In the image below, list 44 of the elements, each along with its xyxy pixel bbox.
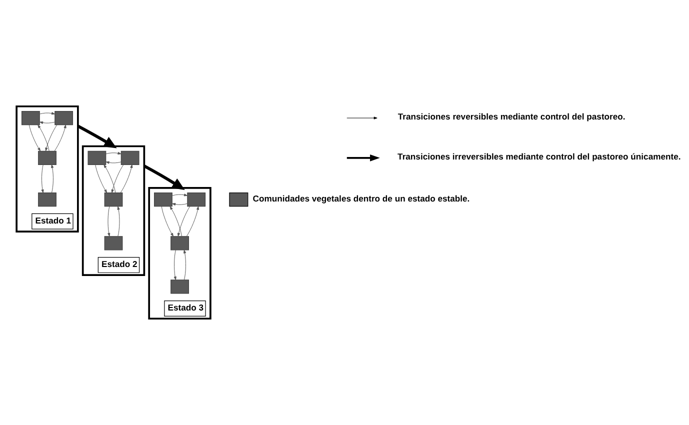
arrow [120,164,133,194]
node-box [38,192,56,207]
arrow [170,206,182,237]
arrow [184,250,186,280]
node-box [104,192,123,207]
node-box [38,150,56,165]
arrow [143,164,185,190]
arrow [108,206,110,237]
arrow [28,124,41,152]
node-box [170,280,189,294]
node-box [187,192,206,207]
node-box [154,192,172,207]
arrow [106,152,122,154]
node-box [104,236,123,250]
arrow [40,121,56,124]
arrow [45,124,58,152]
node-box [54,110,74,126]
arrow [117,206,120,237]
arrow [51,164,54,194]
legend-label: Comunidades vegetales dentro de un estado estable. [252,193,470,204]
legend-label: Transiciones irreversibles mediante control del pastoreo únicamente. [398,152,681,162]
node-box [21,110,40,126]
arrow [172,194,188,196]
arrow [77,124,117,148]
arrow [174,250,176,280]
cluster: Estado 3 [148,187,212,320]
node-box [170,236,189,250]
arrow [106,161,122,164]
arrow [172,203,188,206]
arrow [186,206,200,237]
cluster: Estado 2 [82,145,146,276]
arrow [40,112,56,115]
arrow [177,206,190,237]
arrow [54,124,66,152]
arrow [111,164,124,194]
node-box [120,150,140,165]
arrow [95,164,108,194]
arrow [41,164,44,194]
arrow [104,164,116,194]
arrow [38,124,50,152]
node-box [88,150,106,165]
legend-label: Transiciones reversibles mediante control del pastoreo. [398,112,626,122]
arrow [161,206,174,237]
cluster: Estado 1 [16,105,79,232]
